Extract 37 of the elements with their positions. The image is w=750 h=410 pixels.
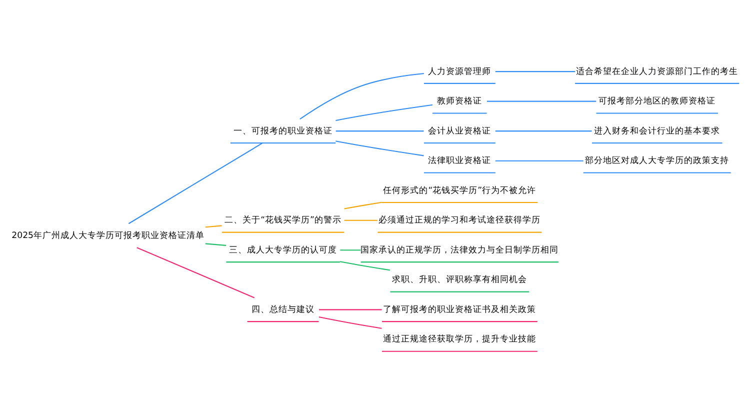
node-text: 部分地区对成人大专学历的政策支持 xyxy=(585,156,730,166)
node-text: 了解可报考的职业资格证书及相关政策 xyxy=(383,304,536,314)
node-text: 法律职业资格证 xyxy=(428,156,492,166)
node-text: 适合希望在企业人力资源部门工作的考生 xyxy=(576,66,738,76)
connector xyxy=(336,140,424,156)
connector xyxy=(300,72,424,120)
connector xyxy=(136,246,255,298)
node-text: 任何形式的“花钱买学历”行为不被允许 xyxy=(383,185,536,196)
node-text: 三、成人大专学历的认可度 xyxy=(229,244,338,255)
connector xyxy=(205,224,222,228)
connector xyxy=(318,316,382,328)
connector xyxy=(336,104,433,120)
connector xyxy=(344,201,382,209)
node-text: 教师资格证 xyxy=(437,96,482,106)
node-text: 四、总结与建议 xyxy=(252,304,315,314)
connector xyxy=(340,249,361,250)
node-text: 人力资源管理师 xyxy=(428,66,492,76)
connector xyxy=(486,100,596,102)
node-text: 2025年广州成人大专学历可报考职业资格证清单 xyxy=(12,230,205,240)
connector xyxy=(495,130,592,132)
node-text: 必须通过正规的学习和考试途径获得学历 xyxy=(378,215,541,226)
node-text: 求职、升职、评职称享有相同机会 xyxy=(392,274,528,285)
connector xyxy=(318,308,382,310)
node-text: 可报考部分地区的教师资格证 xyxy=(598,96,716,106)
node-text: 一、可报考的职业资格证 xyxy=(234,126,333,136)
connector xyxy=(344,219,378,220)
connector xyxy=(495,160,584,161)
connector xyxy=(495,70,576,72)
node-text: 二、关于“花钱买学历”的警示 xyxy=(224,215,342,226)
connector xyxy=(336,130,424,132)
node-text: 进入财务和会计行业的基本要求 xyxy=(594,126,720,136)
connector xyxy=(340,260,390,270)
node-text: 通过正规途径获取学历，提升专业技能 xyxy=(383,334,536,344)
node-text: 国家承认的正规学历，法律效力与全日制学历相同 xyxy=(360,244,559,255)
node-text: 会计从业资格证 xyxy=(428,126,492,136)
connector xyxy=(205,242,226,246)
connector xyxy=(128,142,263,224)
